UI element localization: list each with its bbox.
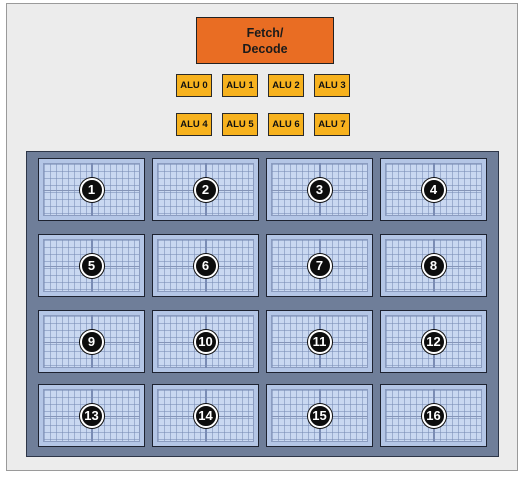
alu-unit: ALU 2 xyxy=(268,74,304,97)
fetch-decode-label: Fetch/ Decode xyxy=(242,25,288,56)
alu-label: ALU 7 xyxy=(318,119,346,130)
alu-label: ALU 5 xyxy=(226,119,254,130)
alu-unit: ALU 5 xyxy=(222,113,258,136)
alu-unit: ALU 3 xyxy=(314,74,350,97)
alu-label: ALU 4 xyxy=(180,119,208,130)
context-block: 16 xyxy=(380,384,487,447)
context-block: 2 xyxy=(152,158,259,221)
context-number-badge: 14 xyxy=(193,403,218,428)
alu-unit: ALU 1 xyxy=(222,74,258,97)
context-block: 9 xyxy=(38,310,145,373)
alu-unit: ALU 6 xyxy=(268,113,304,136)
alu-unit: ALU 0 xyxy=(176,74,212,97)
alu-label: ALU 6 xyxy=(272,119,300,130)
context-number-badge: 4 xyxy=(421,177,446,202)
context-block: 1 xyxy=(38,158,145,221)
context-block: 14 xyxy=(152,384,259,447)
context-number-badge: 5 xyxy=(79,253,104,278)
context-number-badge: 13 xyxy=(79,403,104,428)
alu-label: ALU 1 xyxy=(226,80,254,91)
alu-unit: ALU 7 xyxy=(314,113,350,136)
context-block: 5 xyxy=(38,234,145,297)
context-block: 4 xyxy=(380,158,487,221)
alu-label: ALU 0 xyxy=(180,80,208,91)
context-block: 3 xyxy=(266,158,373,221)
alu-unit: ALU 4 xyxy=(176,113,212,136)
context-number-badge: 9 xyxy=(79,329,104,354)
context-number-badge: 8 xyxy=(421,253,446,278)
context-block: 15 xyxy=(266,384,373,447)
context-number-badge: 6 xyxy=(193,253,218,278)
context-number-badge: 10 xyxy=(193,329,218,354)
context-number-badge: 3 xyxy=(307,177,332,202)
context-block: 11 xyxy=(266,310,373,373)
alu-label: ALU 2 xyxy=(272,80,300,91)
context-block: 7 xyxy=(266,234,373,297)
context-block: 12 xyxy=(380,310,487,373)
alu-label: ALU 3 xyxy=(318,80,346,91)
context-block: 6 xyxy=(152,234,259,297)
context-number-badge: 15 xyxy=(307,403,332,428)
context-number-badge: 11 xyxy=(307,329,332,354)
context-number-badge: 7 xyxy=(307,253,332,278)
fetch-decode-unit: Fetch/ Decode xyxy=(196,17,334,64)
context-number-badge: 2 xyxy=(193,177,218,202)
context-number-badge: 1 xyxy=(79,177,104,202)
context-number-badge: 16 xyxy=(421,403,446,428)
context-number-badge: 12 xyxy=(421,329,446,354)
context-block: 8 xyxy=(380,234,487,297)
context-block: 10 xyxy=(152,310,259,373)
context-block: 13 xyxy=(38,384,145,447)
